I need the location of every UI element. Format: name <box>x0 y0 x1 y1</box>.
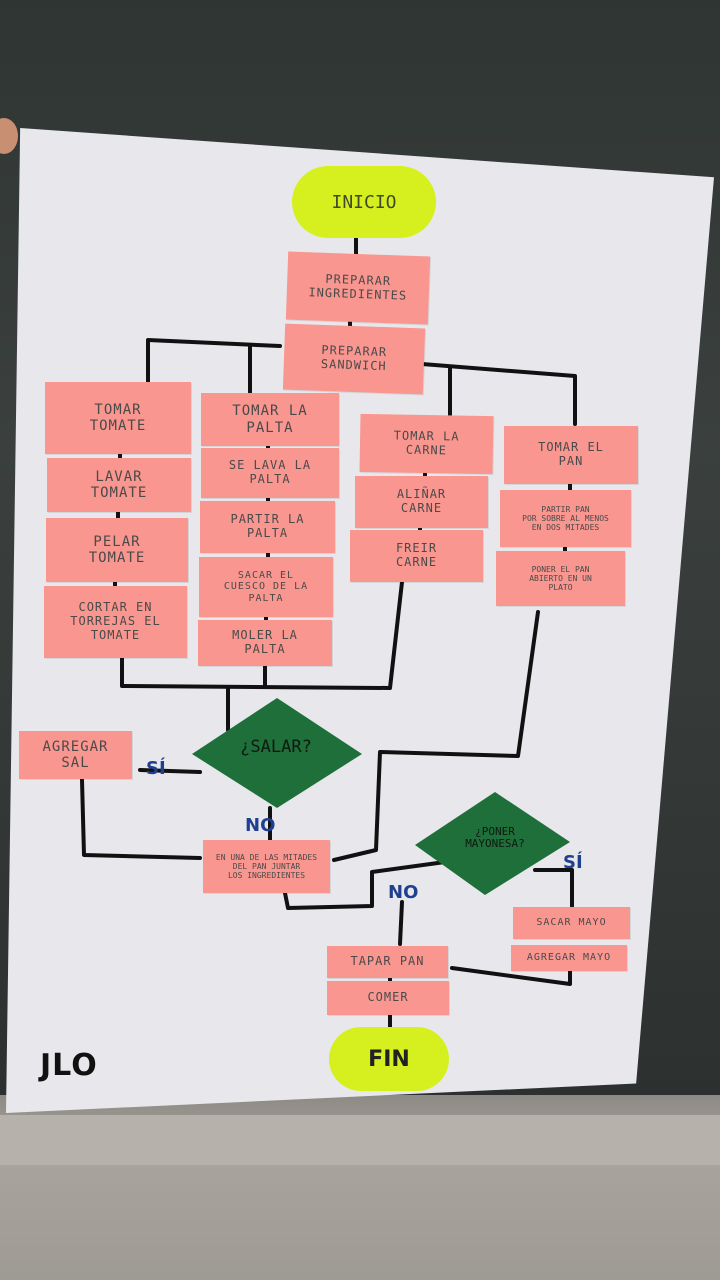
cover-bread-note: TAPAR PAN <box>327 946 448 978</box>
bread-step-2: PARTIR PAN POR SOBRE AL MENOS EN DOS MIT… <box>500 490 631 547</box>
add-mayo-note: AGREGAR MAYO <box>511 945 627 971</box>
add-salt-note: AGREGAR SAL <box>19 731 132 779</box>
bread-step-3: PONER EL PAN ABIERTO EN UN PLATO <box>496 551 625 606</box>
floor <box>0 1095 720 1280</box>
avocado-step-1: TOMAR LA PALTA <box>201 393 339 446</box>
salt-yes-label: SÍ <box>146 758 166 779</box>
prepare-sandwich-note: PREPARAR SANDWICH <box>282 323 426 395</box>
meat-step-3: FREIR CARNE <box>350 530 483 582</box>
author-signature: JLO <box>40 1048 98 1083</box>
avocado-step-3: PARTIR LA PALTA <box>200 501 335 553</box>
salt-no-label: NO <box>245 815 276 836</box>
mayo-no-label: NO <box>388 882 419 903</box>
tomato-step-3: PELAR TOMATE <box>46 518 188 582</box>
mayo-decision-diamond <box>415 792 570 895</box>
avocado-step-4: SACAR EL CUESCO DE LA PALTA <box>199 557 333 617</box>
salt-question-label: ¿SALAR? <box>240 737 312 757</box>
thumb <box>0 118 18 154</box>
mayo-question-label: ¿PONER MAYONESA? <box>465 825 525 851</box>
avocado-step-2: SE LAVA LA PALTA <box>201 448 339 498</box>
tomato-step-1: TOMAR TOMATE <box>45 382 191 454</box>
join-ingredients-note: EN UNA DE LAS MITADES DEL PAN JUNTAR LOS… <box>203 840 330 893</box>
avocado-step-5: MOLER LA PALTA <box>198 620 332 666</box>
take-mayo-note: SACAR MAYO <box>513 907 630 939</box>
mayo-yes-label: SÍ <box>563 852 583 873</box>
eat-note: COMER <box>327 981 449 1015</box>
tomato-step-2: LAVAR TOMATE <box>47 458 191 512</box>
meat-step-2: ALIÑAR CARNE <box>355 476 488 528</box>
prepare-ingredients-note: PREPARAR INGREDIENTES <box>285 251 431 325</box>
meat-step-1: TOMAR LA CARNE <box>359 413 494 475</box>
start-terminal: INICIO <box>292 166 436 238</box>
salar-decision-diamond <box>192 698 362 808</box>
bread-step-1: TOMAR EL PAN <box>504 426 638 484</box>
tomato-step-4: CORTAR EN TORREJAS EL TOMATE <box>44 586 187 658</box>
end-terminal: FIN <box>329 1027 449 1091</box>
